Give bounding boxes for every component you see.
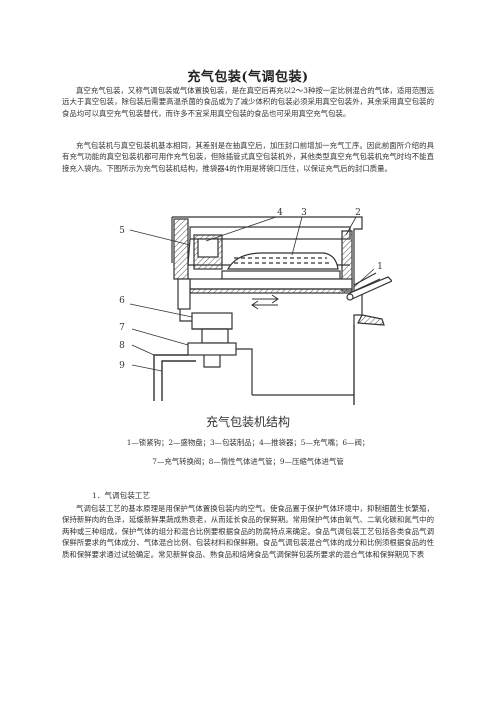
- figure-caption-title: 充气包装机结构: [205, 415, 290, 429]
- process-paragraph: 气调包装工艺的基本原理是用保护气体置换包装内的空气。使食品置于保护气体环境中，抑…: [62, 504, 434, 559]
- figure-caption-line-1: 1—锁紧钩；2—盛物盘；3—包装制品；4—推袋器；5—充气嘴；6—阀；: [126, 438, 370, 447]
- valve: [191, 312, 233, 330]
- callout-6: 6: [119, 296, 125, 306]
- gas-switch-valve: [187, 342, 237, 356]
- figure-caption-line-2: 7—充气转换阀；8—惰性气体进气管；9—压缩气体进气管: [152, 457, 344, 466]
- packaged-product: [226, 252, 339, 270]
- intro-paragraph: 真空充气包装，又称气调包装或气体置换包装，是在真空后再充以2～3种按一定比例混合…: [62, 86, 434, 118]
- callout-5: 5: [119, 226, 125, 236]
- product-tray: [221, 270, 341, 280]
- callout-9: 9: [119, 361, 125, 371]
- inert-gas-pipe: [153, 354, 188, 401]
- callout-7: 7: [119, 323, 125, 333]
- section-heading: 1．气调包装工艺: [92, 491, 150, 500]
- callout-8: 8: [119, 341, 125, 351]
- machine-structure-diagram: 1 2 3 4 5 6 7 8 9: [119, 208, 392, 405]
- callout-1: 1: [377, 262, 383, 272]
- compressed-gas-pipe: [161, 360, 196, 401]
- callout-2: 2: [355, 208, 361, 218]
- machine-paragraph: 充气包装机与真空包装机基本相同，其差别是在抽真空后，加压封口前增加一充气工序。因…: [62, 141, 434, 173]
- page-title: 充气包装(气调包装): [187, 70, 309, 85]
- callout-4: 4: [277, 208, 283, 218]
- callout-3: 3: [301, 208, 307, 218]
- gas-nozzle: [177, 278, 191, 310]
